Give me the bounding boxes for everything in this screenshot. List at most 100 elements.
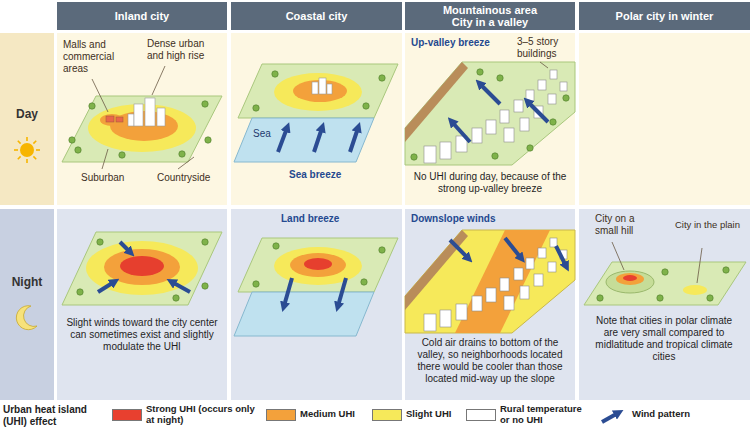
- panel-text: Slight winds toward the city center can …: [66, 317, 218, 353]
- valley-day-map: [563, 95, 569, 101]
- inland-night-map: [98, 282, 114, 292]
- valley-day-map: [540, 62, 548, 68]
- inland-night-map: [77, 289, 83, 295]
- coastal-night-map: [379, 247, 385, 253]
- valley-day-map: [527, 145, 533, 151]
- sun-icon: [14, 137, 40, 163]
- coastal-day-map: [234, 118, 374, 162]
- coastal-night-map: [273, 243, 279, 249]
- coastal-day-map: [379, 75, 385, 81]
- legend-swatch: [112, 409, 142, 421]
- sun-icon: [26, 159, 28, 163]
- valley-day-map: [492, 153, 498, 159]
- panel-text: Up-valley breeze: [411, 37, 507, 49]
- coastal-day-map: [363, 103, 369, 109]
- panel-text: Day: [0, 107, 54, 121]
- coastal-night-map: [304, 258, 332, 270]
- panel-text: Downslope winds: [411, 213, 511, 225]
- legend-swatch: [372, 409, 402, 421]
- coastal-day-map: [312, 78, 332, 94]
- inland-day-map: [92, 79, 108, 112]
- coastal-night-map: [234, 238, 398, 336]
- row-backgrounds: [405, 33, 575, 205]
- row-backgrounds: [0, 33, 750, 400]
- column-header: Coastal city: [231, 2, 402, 30]
- inland-day-map: [62, 96, 222, 162]
- inland-day-map: [100, 114, 124, 126]
- panel-text: Land breeze: [281, 213, 353, 225]
- legend-label: Wind pattern: [632, 409, 696, 420]
- column-title: Polar city in winter: [616, 10, 714, 22]
- valley-day-map: [528, 102, 548, 122]
- legend-swatch: [266, 409, 296, 421]
- inland-night-map: [98, 242, 190, 292]
- polar-night-map: [623, 275, 637, 281]
- valley-day-map: [405, 62, 575, 165]
- legend-label: Medium UHI: [300, 409, 364, 420]
- polar-night-map: [616, 273, 644, 285]
- sun-icon: [26, 137, 28, 141]
- panel-text: Cold air drains to bottom of the valley,…: [411, 337, 569, 385]
- panel-text: Dense urban and high rise: [147, 38, 217, 62]
- inland-night-map: [202, 239, 208, 245]
- valley-night-map: [405, 230, 468, 310]
- polar-night-map: [723, 267, 729, 273]
- coastal-night-map: [284, 278, 292, 306]
- coastal-day-map: [278, 128, 358, 152]
- inland-day-map: [119, 152, 125, 158]
- valley-night-map: [405, 230, 575, 333]
- inland-day-map: [134, 104, 143, 126]
- map-panel: SeaSea breeze: [231, 33, 402, 205]
- inland-day-map: [110, 111, 178, 141]
- valley-night-map: [450, 240, 468, 258]
- inland-day-map: [88, 104, 196, 152]
- inland-day-map: [89, 103, 95, 109]
- valley-day-map: [452, 122, 470, 142]
- panel-text: Countryside: [157, 172, 219, 184]
- legend-title: Urban heat island (UHI) effect: [3, 404, 103, 427]
- polar-night-map: [597, 295, 603, 301]
- polar-night-map: [584, 262, 746, 305]
- coastal-day-map: [319, 78, 326, 94]
- inland-night-map: [173, 295, 179, 301]
- legend-label: Strong UHI (occurs only at night): [146, 404, 258, 426]
- coastal-night-map: [284, 278, 346, 306]
- valley-day-map: [411, 154, 417, 160]
- coastal-day-map: [278, 128, 287, 152]
- panel-text: Night: [0, 275, 54, 289]
- sun-icon: [14, 149, 18, 151]
- panel-text: City on a small hill: [595, 213, 651, 237]
- legend-entry: Slight UHI: [372, 402, 462, 429]
- polar-night-map: [697, 248, 702, 283]
- inland-day-map: [69, 137, 75, 143]
- row-backgrounds: [405, 209, 575, 400]
- valley-night-map: [505, 238, 521, 258]
- coastal-day-map: [350, 128, 358, 152]
- legend-entry: Medium UHI: [266, 402, 364, 429]
- polar-night-map: [683, 285, 707, 295]
- column-title: Coastal city: [286, 10, 348, 22]
- sun-icon: [33, 141, 36, 144]
- map-panel: City on a small hillCity in the plainNot…: [579, 209, 750, 400]
- panel-text: Malls and commercial areas: [63, 39, 125, 75]
- inland-day-map: [152, 66, 165, 95]
- inland-day-map: [157, 108, 165, 126]
- polar-night-map: [606, 271, 654, 293]
- row-header: Night: [0, 209, 54, 400]
- legend-entry: Wind pattern: [600, 402, 696, 429]
- inland-night-map: [104, 249, 180, 285]
- legend-wind-arrow: [602, 413, 618, 422]
- panel-text: Suburban: [81, 172, 135, 184]
- valley-day-map: [480, 84, 500, 104]
- panel-text: Sea: [253, 128, 283, 140]
- moon-icon: [16, 306, 37, 330]
- inland-day-map: [179, 151, 185, 157]
- inland-night-map: [120, 256, 164, 276]
- map-panel: Downslope windsCold air drains to bottom…: [405, 209, 575, 400]
- polar-night-map: [584, 242, 746, 305]
- inland-day-map: [145, 98, 155, 126]
- valley-day-map: [477, 69, 483, 75]
- map-panel: Up-valley breeze3–5 story buildingsNo UH…: [405, 33, 575, 205]
